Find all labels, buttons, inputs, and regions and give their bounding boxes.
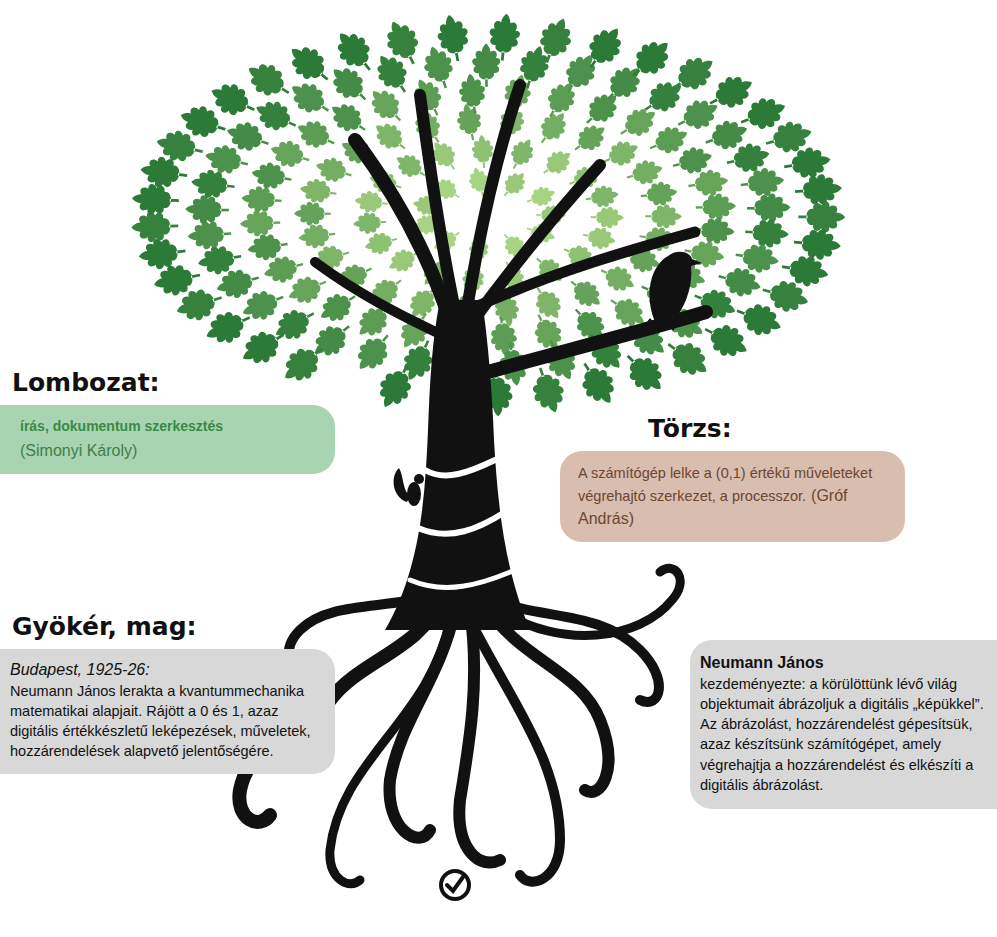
- oak-leaf: [269, 301, 321, 347]
- oak-leaf: [241, 56, 297, 106]
- oak-leaf: [568, 118, 612, 159]
- section-heading: Lombozat:: [12, 368, 160, 398]
- note-text: Neumann János lerakta a kvantummechanika…: [10, 681, 321, 762]
- oak-leaf: [369, 48, 417, 100]
- oak-leaf: [349, 326, 398, 377]
- oak-leaf: [196, 242, 244, 277]
- oak-leaf: [352, 211, 386, 235]
- oak-leaf: [782, 144, 833, 181]
- oak-leaf: [659, 332, 715, 384]
- bird-branch: [488, 312, 706, 372]
- section-heading: Gyökér, mag:: [12, 612, 197, 642]
- branch: [420, 95, 456, 315]
- oak-leaf: [325, 96, 373, 140]
- oak-leaf: [639, 180, 678, 208]
- trunk-stripe: [410, 570, 515, 587]
- oak-leaf: [369, 116, 413, 157]
- bird-silhouette: [636, 252, 702, 336]
- oak-leaf: [379, 15, 427, 70]
- oak-leaf: [698, 316, 754, 365]
- root-note-right: Neumann Jánoskezdeményezte: a körülöttün…: [690, 640, 997, 809]
- note-box: Budapest, 1925-26:Neumann János lerakta …: [0, 649, 335, 774]
- oak-leaf: [564, 272, 608, 313]
- oak-leaf: [623, 32, 678, 86]
- heading-row: Törzs:: [560, 414, 905, 451]
- oak-leaf: [298, 177, 338, 206]
- branch: [315, 262, 442, 335]
- trunk-stripe: [425, 460, 495, 475]
- oak-leaf: [504, 134, 539, 173]
- oak-leaf: [454, 102, 484, 143]
- note-heading: Neumann János: [700, 652, 987, 674]
- oak-leaf: [131, 211, 179, 243]
- oak-leaf: [372, 358, 421, 414]
- oak-leaf: [793, 227, 842, 261]
- oak-leaf: [187, 219, 232, 250]
- note-text: írás, dokumentum szerkesztés: [20, 417, 317, 436]
- oak-leaf: [596, 259, 639, 296]
- note-text: Budapest, 1925-26:: [10, 659, 321, 681]
- oak-leaf: [137, 236, 187, 272]
- oak-leaf: [276, 337, 332, 390]
- note-box: Neumann Jánoskezdeményezte: a körülöttün…: [690, 640, 997, 809]
- oak-leaf: [246, 231, 289, 262]
- oak-leaf: [294, 202, 331, 226]
- oak-leaf: [292, 115, 339, 156]
- oak-leaf: [131, 183, 179, 216]
- author-name: (Simonyi Károly): [20, 440, 317, 462]
- note-box: A számítógép lelke a (0,1) értékű művele…: [560, 451, 905, 542]
- oak-leaf: [747, 193, 791, 222]
- oak-leaf: [590, 206, 624, 228]
- section-heading: Törzs:: [648, 414, 732, 444]
- oak-leaf: [695, 193, 736, 220]
- oak-leaf: [617, 345, 672, 400]
- trunk-stripe: [418, 512, 505, 534]
- oak-leaf: [297, 222, 336, 250]
- oak-leaf: [584, 183, 620, 209]
- squirrel-silhouette: [394, 468, 424, 506]
- oak-leaf: [250, 95, 301, 139]
- oak-leaf: [472, 43, 501, 87]
- oak-leaf: [703, 69, 759, 117]
- oak-leaf: [240, 210, 281, 237]
- root-note: Gyökér, mag: Budapest, 1925-26:Neumann Já…: [0, 612, 335, 774]
- oak-leaf: [798, 202, 845, 233]
- oak-leaf: [526, 363, 570, 417]
- oak-leaf: [744, 218, 789, 249]
- oak-leaf: [282, 38, 337, 91]
- oak-leaf: [235, 322, 291, 372]
- trunk-note: Törzs: A számítógép lelke a (0,1) értékű …: [560, 414, 905, 542]
- logo-mark: [441, 871, 469, 899]
- oak-leaf: [687, 167, 730, 198]
- foliage-note: Lombozat: írás, dokumentum szerkesztés (Si…: [0, 368, 335, 474]
- note-text: kezdeményezte: a körülöttünk lévő világ …: [700, 674, 987, 796]
- branch: [466, 85, 520, 315]
- oak-leaf: [794, 173, 843, 207]
- oak-leaf: [487, 12, 522, 61]
- oak-leaf: [572, 355, 623, 411]
- oak-leaf: [250, 160, 294, 193]
- oak-leaf: [524, 183, 558, 211]
- oak-leaf: [497, 167, 531, 202]
- oak-leaf: [185, 195, 229, 224]
- oak-leaf: [328, 24, 381, 80]
- oak-leaf: [665, 49, 721, 101]
- note-box: írás, dokumentum szerkesztés (Simonyi Kár…: [0, 405, 335, 474]
- trunk-and-branches: [315, 85, 706, 630]
- oak-leaf: [313, 154, 355, 187]
- heading-row: Lombozat:: [0, 368, 335, 405]
- trunk: [385, 300, 530, 630]
- oak-leaf: [578, 20, 630, 76]
- oak-leaf: [284, 75, 336, 122]
- oak-leaf: [739, 166, 785, 199]
- oak-leaf: [537, 145, 576, 182]
- oak-leaf: [241, 185, 283, 214]
- heading-row: Gyökér, mag:: [0, 612, 335, 649]
- oak-leaf: [645, 204, 682, 228]
- oak-leaf: [533, 13, 578, 68]
- oak-leaf: [434, 12, 473, 64]
